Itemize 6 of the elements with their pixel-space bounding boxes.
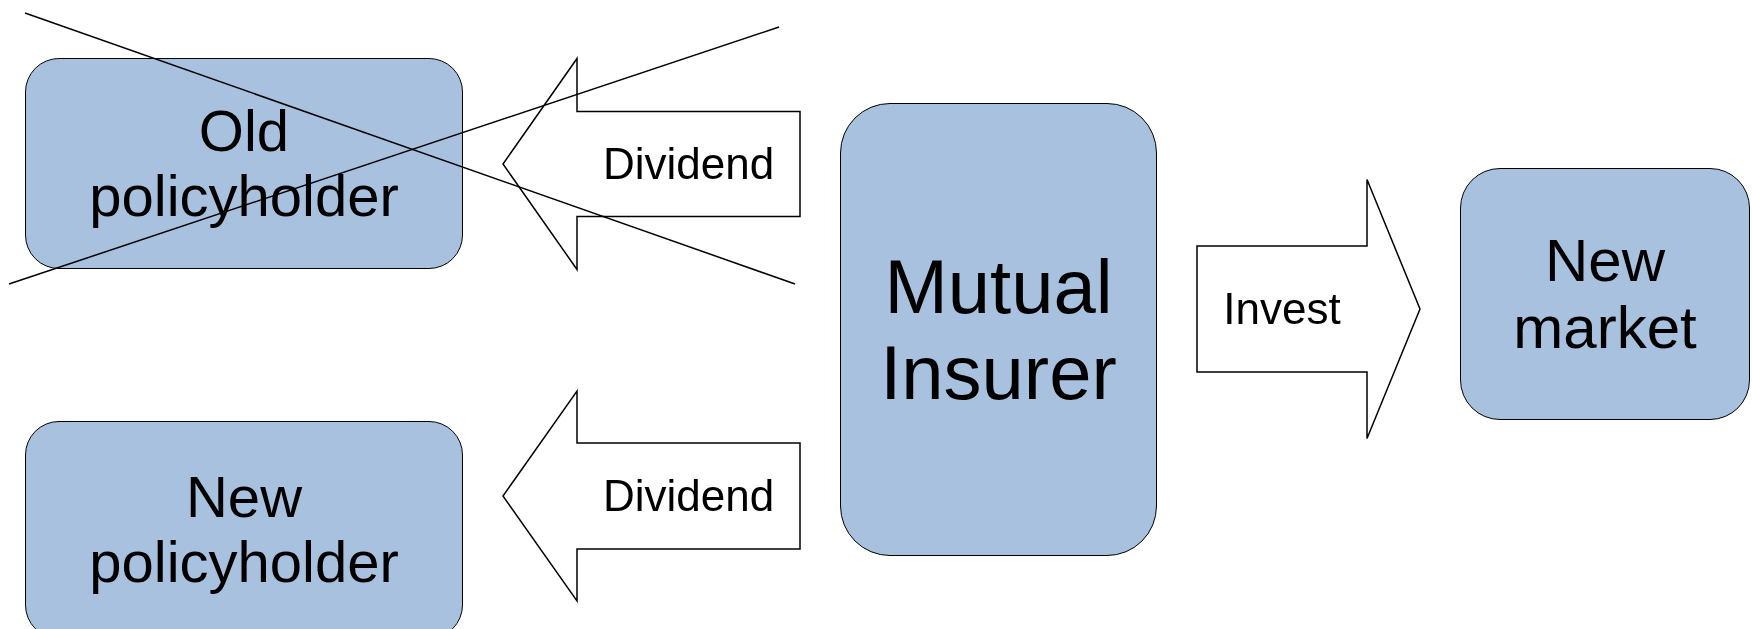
rounded-box (25, 421, 463, 629)
rounded-box (1460, 168, 1750, 420)
box-label: New policyholder (88, 465, 400, 595)
box-label: Mutual Insurer (879, 244, 1118, 415)
box-label: New market (1512, 226, 1698, 362)
rounded-box (840, 103, 1157, 556)
